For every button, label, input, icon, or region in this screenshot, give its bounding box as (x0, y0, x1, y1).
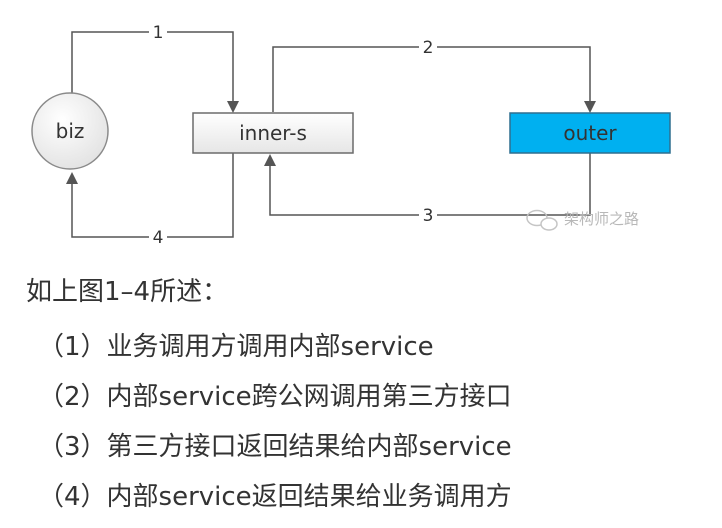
edge-4-label: 4 (153, 228, 164, 248)
step-item-1: （1）业务调用方调用内部service (38, 332, 434, 362)
outer-service-label: outer (563, 121, 617, 145)
edge-3-label: 3 (423, 206, 434, 226)
inner-service-node: inner-s (192, 112, 354, 154)
watermark: 架构师之路 (526, 209, 639, 231)
watermark-text: 架构师之路 (564, 210, 639, 228)
wechat-icon (526, 209, 558, 231)
step-list: （1）业务调用方调用内部service （2）内部service跨公网调用第三方… (38, 322, 512, 522)
architecture-diagram: 1 2 3 4 biz inner-s outer (31, 22, 671, 248)
step-item-2: （2）内部service跨公网调用第三方接口 (38, 382, 512, 412)
biz-node: biz (31, 92, 109, 170)
outer-service-node: outer (509, 112, 671, 154)
biz-label: biz (56, 119, 85, 143)
step-item-3: （3）第三方接口返回结果给内部service (38, 432, 512, 462)
edge-2: 2 (272, 37, 596, 113)
inner-service-label: inner-s (239, 121, 307, 145)
edge-2-label: 2 (423, 38, 434, 58)
diagram-caption: 如上图1–4所述： (26, 277, 229, 307)
edge-3: 3 (264, 153, 591, 226)
edge-1: 1 (71, 22, 239, 113)
edge-1-label: 1 (153, 23, 164, 43)
step-item-4: （4）内部service返回结果给业务调用方 (38, 482, 512, 512)
edge-4: 4 (66, 153, 234, 248)
